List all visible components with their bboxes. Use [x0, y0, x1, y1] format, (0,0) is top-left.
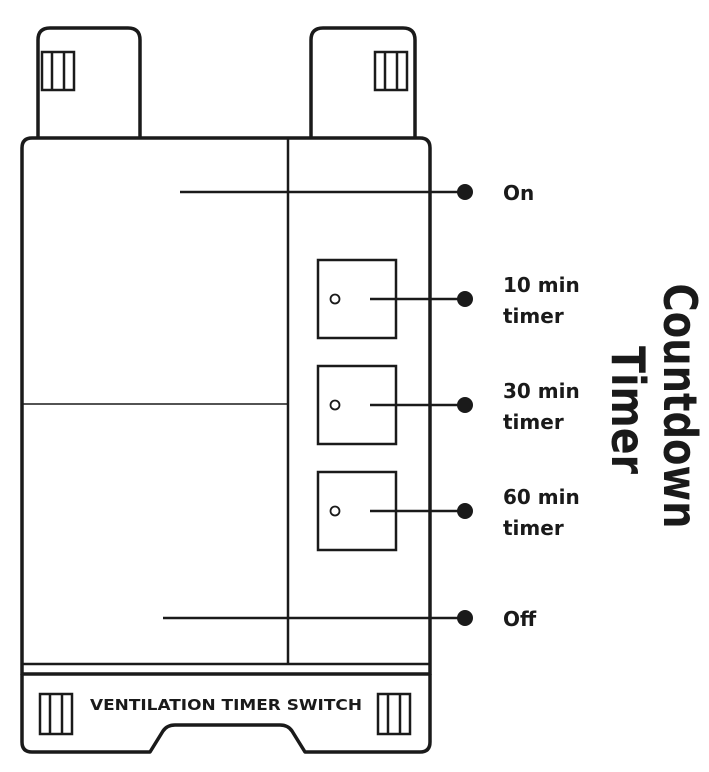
timer-60-indicator — [329, 505, 341, 517]
label-timer-30-line1: 30 min — [503, 379, 580, 403]
footer-label: VENTILATION TIMER SWITCH — [90, 696, 362, 714]
top-left-tab-slot — [40, 50, 76, 92]
timer-30-indicator — [329, 399, 341, 411]
leader-dot-10 — [457, 291, 473, 307]
label-timer-30-line2: timer — [503, 410, 564, 434]
bottom-right-tab-slot — [376, 692, 412, 736]
leader-dot-30 — [457, 397, 473, 413]
timer-10-indicator — [329, 293, 341, 305]
label-on: On — [503, 181, 534, 205]
bottom-left-tab-slot — [38, 692, 74, 736]
label-timer-60-line2: timer — [503, 516, 564, 540]
label-timer-10-line1: 10 min — [503, 273, 580, 297]
bottom-base — [20, 674, 432, 754]
leader-dot-off — [457, 610, 473, 626]
top-left-mounting-tab — [36, 26, 142, 138]
top-right-mounting-tab — [309, 26, 417, 138]
side-label-line2: Timer — [601, 346, 655, 474]
top-right-tab-slot — [373, 50, 409, 92]
label-timer-10-line2: timer — [503, 304, 564, 328]
label-off: Off — [503, 607, 537, 631]
switch-body — [20, 136, 432, 676]
side-label-line1: Countdown — [653, 284, 707, 529]
leader-dot-on — [457, 184, 473, 200]
leader-dot-60 — [457, 503, 473, 519]
label-timer-60-line1: 60 min — [503, 485, 580, 509]
